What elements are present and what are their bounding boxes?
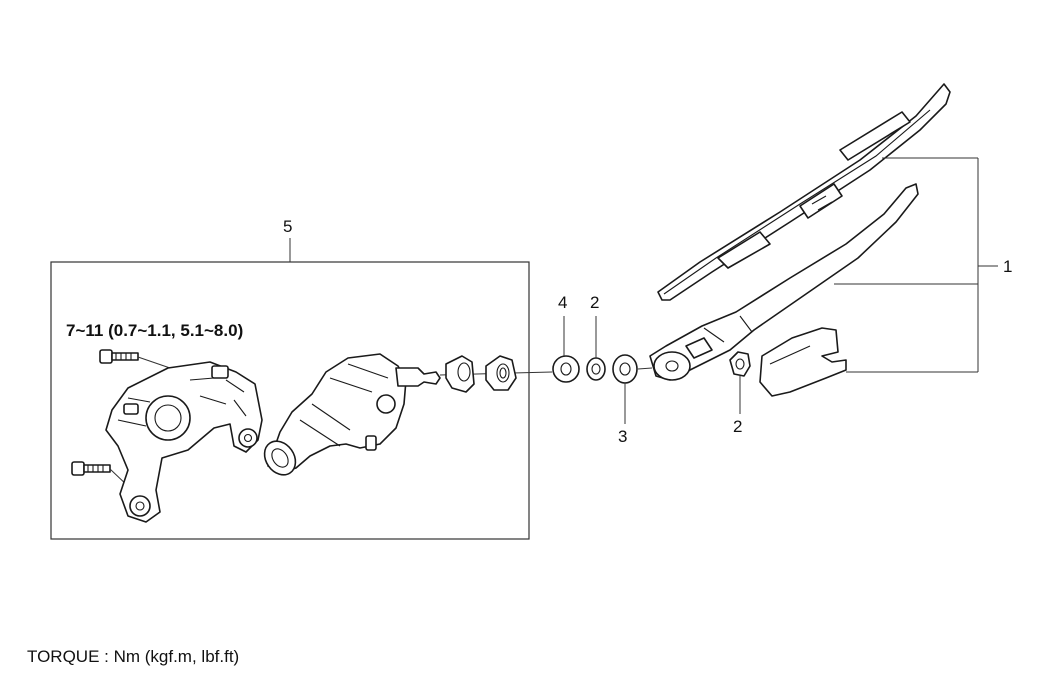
callout-1: 1 bbox=[1003, 257, 1012, 276]
wiper-motor bbox=[263, 353, 441, 476]
wiper-blade bbox=[657, 83, 951, 301]
grommet-outer bbox=[485, 355, 517, 391]
wiper-cap bbox=[759, 327, 847, 397]
motor-bracket bbox=[105, 361, 263, 523]
torque-spec: 7~11 (0.7~1.1, 5.1~8.0) bbox=[66, 321, 243, 340]
callout-5: 5 bbox=[283, 217, 292, 236]
callout-2-upper: 2 bbox=[590, 293, 599, 312]
cap-washer bbox=[612, 354, 638, 384]
callout-bracket-1 bbox=[834, 157, 998, 373]
wiper-arm bbox=[649, 183, 919, 381]
nut-lower bbox=[729, 351, 751, 377]
nut-upper bbox=[586, 357, 606, 381]
callout-2-lower: 2 bbox=[733, 417, 742, 436]
washer bbox=[552, 355, 580, 383]
mounting-bolt-upper bbox=[99, 349, 139, 364]
grommet-inner bbox=[445, 355, 475, 393]
mounting-bolt-lower bbox=[71, 461, 111, 476]
callout-3: 3 bbox=[618, 427, 627, 446]
torque-unit-legend: TORQUE : Nm (kgf.m, lbf.ft) bbox=[27, 647, 239, 666]
callout-4: 4 bbox=[558, 293, 567, 312]
